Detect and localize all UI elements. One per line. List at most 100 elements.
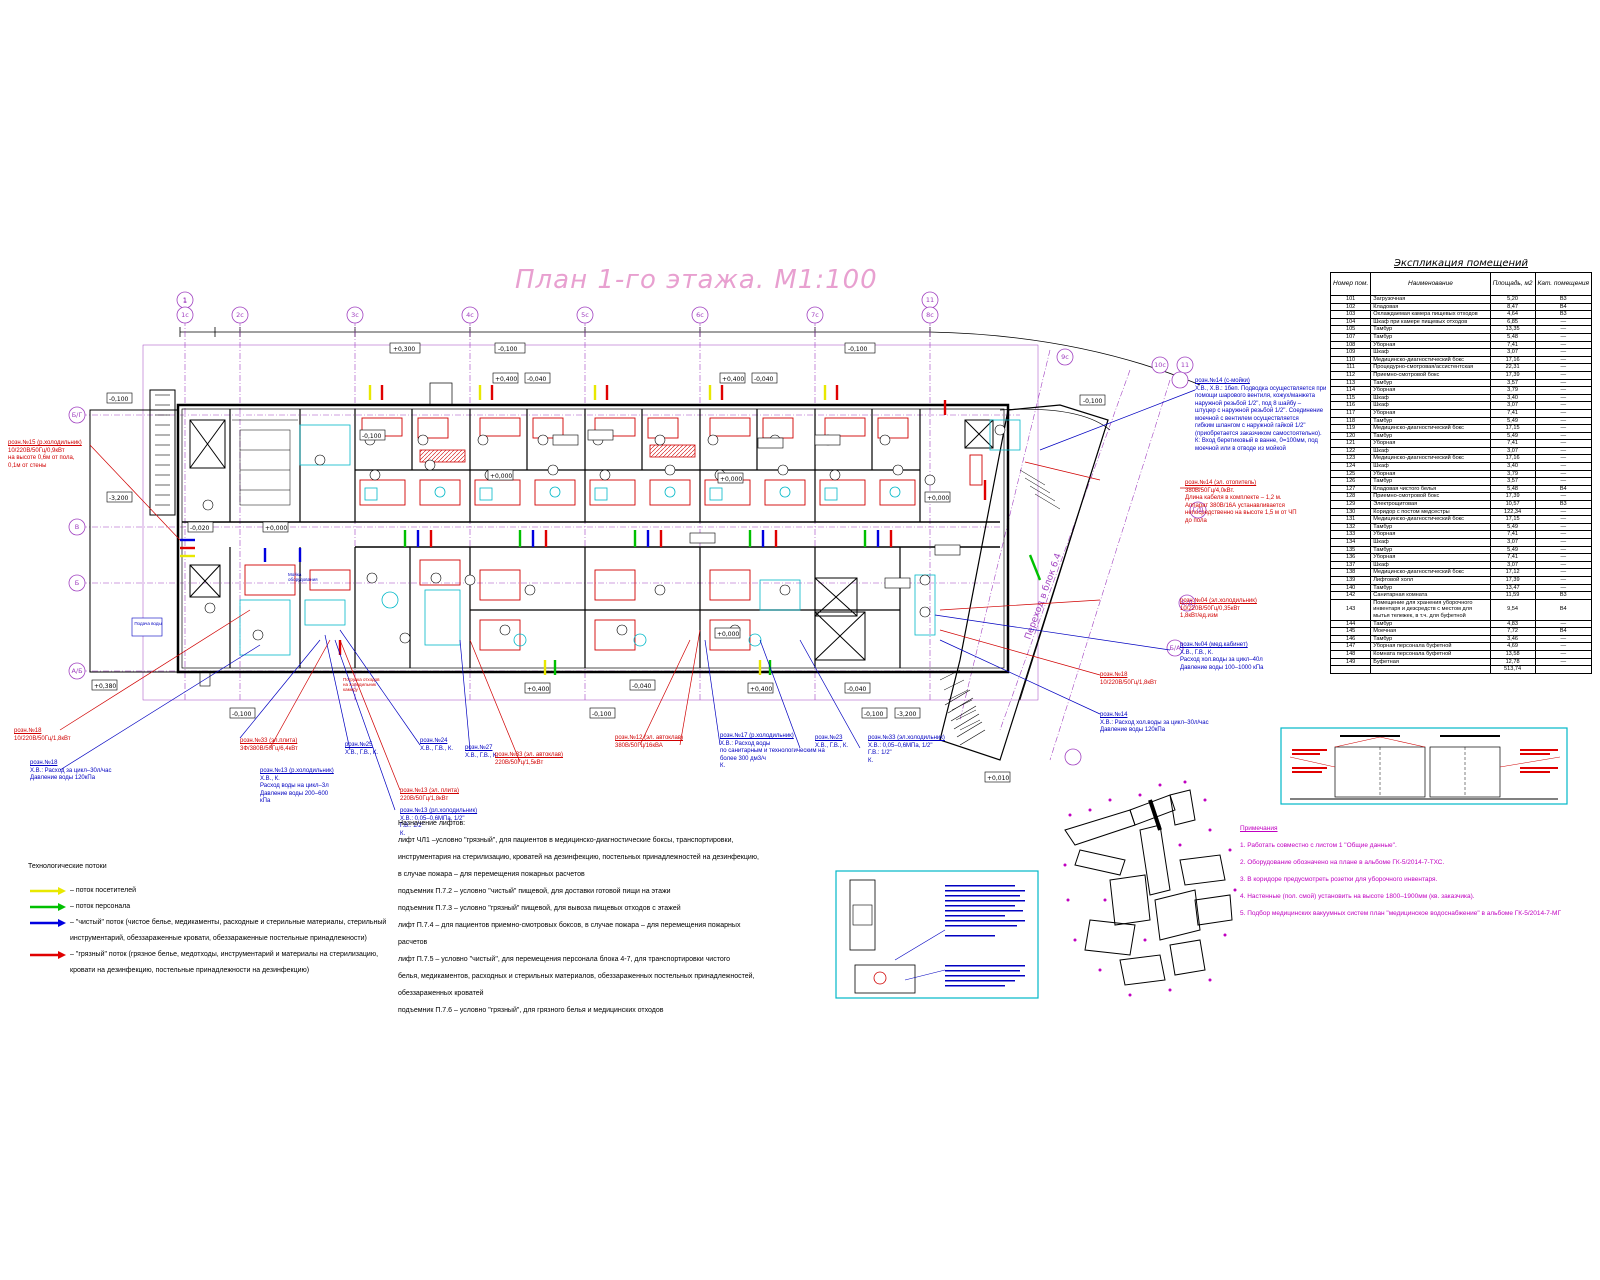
table-cell: — [1534, 386, 1593, 395]
table-cell: 7,41 [1489, 408, 1536, 418]
legend-text: – поток посетителей [70, 887, 137, 894]
callout-note: розн.№25 Х.В., Г.В., К. [345, 742, 379, 756]
room-explication: Экспликация помещений Номер пом. Наимено… [1329, 258, 1593, 674]
axis-bubble-label: Б/Г [71, 411, 83, 419]
table-cell: 125 [1329, 469, 1372, 479]
callout-note: розн.№12 (эл. автоклав) 380В/50Гц/16кВА [615, 735, 684, 749]
level-tag: -0,100 [1083, 398, 1103, 405]
callout-note: розн.№13 (эл. плита) 220В/50Гц/1,8кВт [400, 788, 459, 802]
table-cell: Медицинско-диагностический бокс [1370, 454, 1491, 464]
level-tag: +0,010 [987, 775, 1009, 782]
callout-note: розн.№24 Х.В., Г.В., К. [420, 738, 454, 752]
table-cell: Охлаждаемая камера пищевых отходов [1370, 310, 1491, 319]
table-cell: Тамбур [1370, 522, 1491, 532]
lift-notes-title: Назначение лифтов: [398, 820, 466, 827]
table-cell: — [1534, 568, 1593, 577]
level-tag: -0,100 [848, 346, 868, 353]
table-cell: 139 [1329, 575, 1372, 585]
table-cell: Загрузочная [1370, 295, 1491, 304]
level-tag: -0,100 [864, 711, 884, 718]
table-cell: 17,16 [1489, 355, 1536, 365]
remark-line: 4. Настенные (пол. смой) установить на в… [1240, 893, 1475, 900]
table-cell: Тамбур [1370, 378, 1491, 388]
table-row: 513,74 [1329, 665, 1593, 674]
table-cell: 148 [1329, 649, 1372, 659]
site-key-plan [1063, 780, 1237, 997]
level-tag: -0,100 [109, 396, 129, 403]
level-tag: -0,100 [592, 711, 612, 718]
table-cell: 124 [1329, 462, 1372, 471]
table-cell: 5,48 [1489, 484, 1536, 494]
table-cell: Тамбур [1370, 619, 1491, 629]
axis-bubble-label: 7с [811, 311, 819, 319]
table-cell: 120 [1329, 431, 1372, 441]
table-cell: В4 [1534, 302, 1593, 312]
remarks-title: Примечания [1240, 825, 1278, 832]
lift-note-line: подъемник П.7.6 – условно "грязный", для… [398, 1007, 664, 1014]
table-cell: — [1534, 522, 1593, 532]
table-cell: 138 [1329, 568, 1372, 577]
table-cell: 130 [1329, 507, 1372, 517]
table-cell: 126 [1329, 477, 1372, 486]
table-cell: 107 [1329, 332, 1372, 342]
level-tag: +0,400 [750, 686, 772, 693]
legend-title: Технологические потоки [28, 863, 107, 870]
table-cell: 4,64 [1489, 310, 1536, 319]
table-cell: 145 [1329, 627, 1372, 636]
table-cell: Медицинско-диагностический бокс [1370, 424, 1491, 433]
table-cell: 147 [1329, 642, 1372, 651]
table-cell: Санитарная комната [1370, 591, 1491, 600]
level-tag: +0,000 [490, 473, 512, 480]
lift-note-line: расчетов [398, 939, 428, 946]
level-tag: -0,040 [754, 376, 774, 383]
table-cell: 109 [1329, 348, 1372, 357]
transition-label: Переход в блок 6.4 [1023, 552, 1064, 641]
remark-line: 5. Подбор медицинских вакуумных систем п… [1240, 910, 1561, 917]
table-cell: Медицинско-диагностический бокс [1370, 568, 1491, 577]
legend-item: – "чистый" поток (чистое белье, медикаме… [28, 915, 388, 947]
table-cell: 105 [1329, 325, 1372, 334]
table-cell: 129 [1329, 500, 1372, 509]
table-cell: В4 [1534, 598, 1593, 621]
equipment-wash-label: Мойка оборудования [288, 572, 318, 582]
table-cell: — [1534, 393, 1593, 403]
level-tag: +0,380 [94, 683, 116, 690]
detail-section-inset [1280, 727, 1568, 805]
table-cell: Уборная [1370, 408, 1491, 418]
table-cell: Уборная персонала буфетной [1370, 642, 1491, 651]
level-tag: -0,100 [498, 346, 518, 353]
table-cell: 149 [1329, 657, 1372, 667]
lift-note-line: подъемник П.7.3 – условно "грязный" пище… [398, 905, 681, 912]
callout-note: розн.№23 Х.В., Г.В., К. [815, 735, 849, 749]
level-tag: -0,100 [232, 711, 252, 718]
table-cell: Лифтовой холл [1370, 575, 1491, 585]
lift-note-line: лифт П.7.4 – для пациентов приемно-смотр… [398, 922, 741, 929]
callout-note: розн.№13 (р.холодильник) Х.В., К. Расход… [260, 768, 334, 804]
callout-note: розн.№18 10/220В/50Гц/1,8кВт [1100, 672, 1157, 686]
table-cell: — [1534, 355, 1593, 365]
table-cell: Шкаф [1370, 462, 1491, 471]
table-cell: 10,57 [1489, 500, 1536, 509]
level-tag: +0,000 [717, 631, 739, 638]
table-cell: 116 [1329, 401, 1372, 410]
table-cell: Комната персонала буфетной [1370, 649, 1491, 659]
table-cell: 117 [1329, 408, 1372, 418]
